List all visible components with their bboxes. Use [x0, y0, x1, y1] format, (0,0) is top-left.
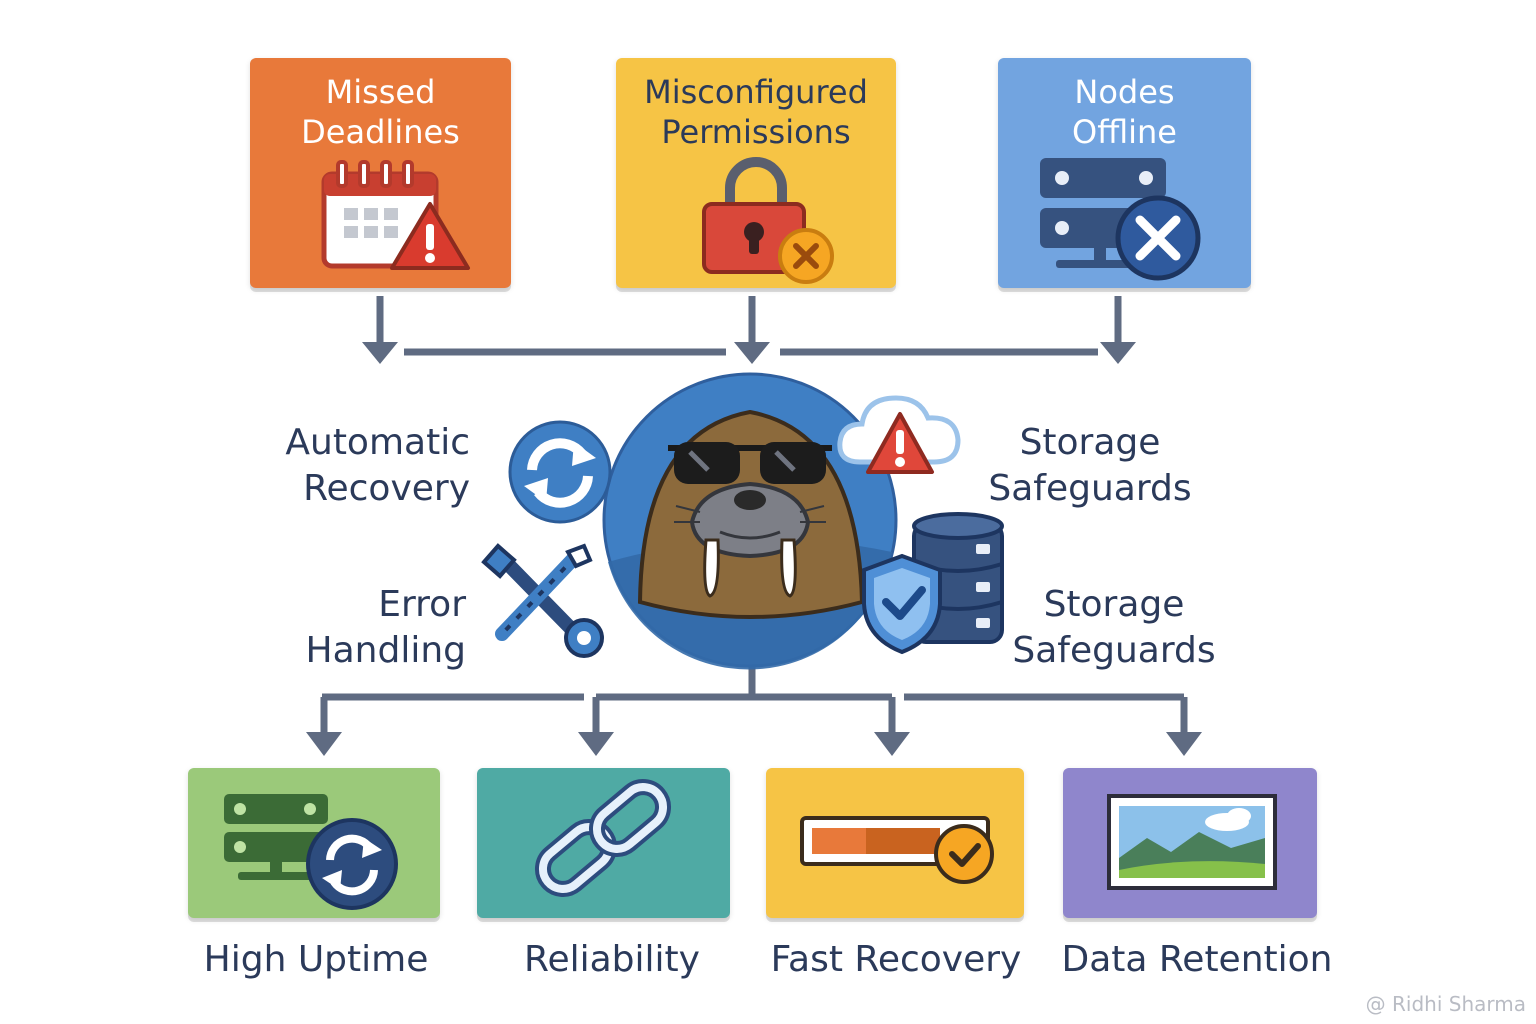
label-automatic-recovery: Automatic Recovery	[285, 422, 470, 509]
card-title: Misconfigured Permissions	[644, 73, 868, 151]
label-storage-safeguards-top: Storage Safeguards	[988, 422, 1192, 509]
card-fast-recovery	[766, 768, 1024, 918]
wrench-screwdriver-icon	[481, 543, 604, 658]
image-icon	[1107, 794, 1277, 890]
label-storage-safeguards-bottom: Storage Safeguards	[1012, 584, 1216, 671]
label-data-retention: Data Retention	[1061, 939, 1333, 980]
server-sync-icon	[224, 794, 398, 910]
card-high-uptime	[188, 768, 440, 918]
card-misconfigured-permissions: Misconfigured Permissions	[616, 58, 896, 288]
watermark: @ Ridhi Sharma	[1365, 992, 1526, 1016]
arrow-head	[874, 732, 910, 756]
calendar-warning-icon	[321, 160, 470, 270]
card-title: Nodes Offline	[1072, 73, 1177, 151]
card-nodes-offline: Nodes Offline	[998, 58, 1251, 288]
arrow-head	[734, 342, 770, 364]
card-title: Missed Deadlines	[301, 73, 460, 151]
arrow-head	[1166, 732, 1202, 756]
server-offline-icon	[1040, 158, 1201, 281]
label-fast-recovery: Fast Recovery	[770, 939, 1022, 980]
padlock-error-icon	[702, 157, 834, 284]
label-high-uptime: High Uptime	[203, 939, 429, 980]
card-reliability	[477, 768, 730, 918]
progress-check-icon	[800, 816, 994, 884]
label-error-handling: Error Handling	[305, 584, 466, 671]
arrow-head	[578, 732, 614, 756]
walrus-sunglasses-icon	[602, 372, 898, 670]
card-data-retention	[1063, 768, 1317, 918]
arrow-head	[362, 342, 398, 364]
cloud-warning-icon	[837, 395, 961, 474]
arrow-head	[1100, 342, 1136, 364]
chain-link-icon	[534, 779, 672, 897]
card-missed-deadlines: Missed Deadlines	[250, 58, 511, 288]
database-shield-icon	[862, 512, 1004, 655]
label-reliability: Reliability	[524, 939, 700, 980]
arrow-head	[306, 732, 342, 756]
sync-icon	[508, 420, 612, 524]
